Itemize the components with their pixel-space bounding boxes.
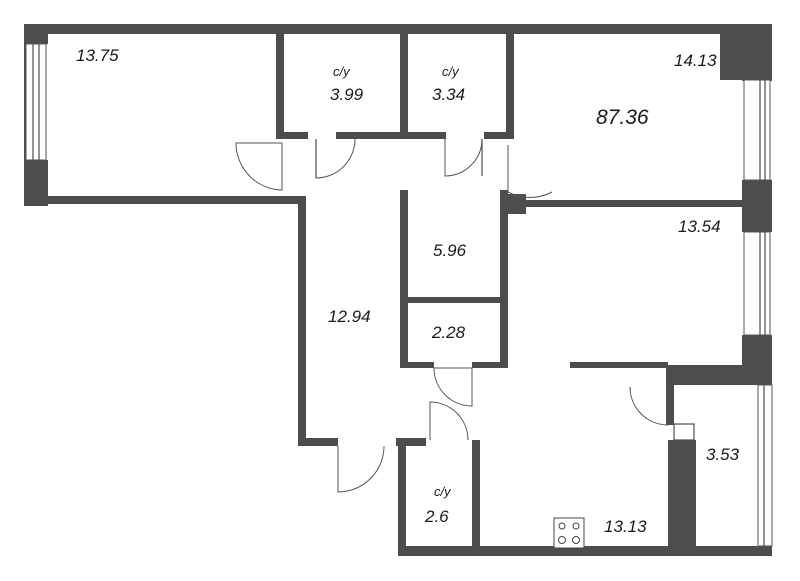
exterior-walls xyxy=(24,24,772,556)
interior-walls xyxy=(276,34,742,550)
bathroom-3-label: с/у xyxy=(434,484,452,499)
room-top-right-area: 14.13 xyxy=(674,51,717,70)
room-right-area: 13.54 xyxy=(678,217,721,236)
bathroom-2-label: с/у xyxy=(442,64,460,79)
doors xyxy=(235,138,695,493)
closet-area: 2.28 xyxy=(431,323,466,342)
bathroom-2-area: 3.34 xyxy=(432,85,465,104)
hallway-area: 12.94 xyxy=(328,307,371,326)
kitchen-area: 13.13 xyxy=(604,517,647,536)
bathroom-3-area: 2.6 xyxy=(424,507,449,526)
total-area: 87.36 xyxy=(596,106,649,129)
stove-icon xyxy=(553,517,585,549)
balcony-area: 3.53 xyxy=(706,445,740,464)
windows xyxy=(25,43,773,547)
room-left-area: 13.75 xyxy=(76,46,119,65)
storage-area: 5.96 xyxy=(433,241,467,260)
bathroom-1-label: с/у xyxy=(333,64,351,79)
bathroom-1-area: 3.99 xyxy=(330,85,364,104)
